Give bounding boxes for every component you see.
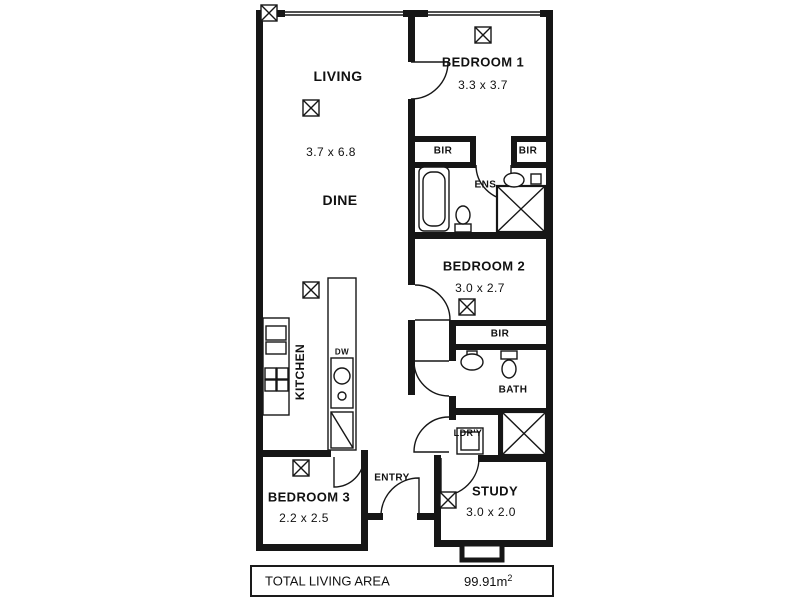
- x-markers: [260, 4, 492, 509]
- door-laundry: [413, 416, 450, 453]
- bathtub-ensuite: [418, 166, 450, 232]
- door-bedroom1: [410, 61, 449, 100]
- room-label-bir-bed2: BIR: [490, 328, 510, 340]
- x-marker-bedroom3: [292, 459, 310, 477]
- room-label-bir-right: BIR: [518, 145, 538, 157]
- room-dims-bedroom1: 3.3 x 3.7: [458, 78, 508, 92]
- walls: [256, 10, 553, 551]
- x-marker-bedroom1: [474, 26, 492, 44]
- hatched-squares: [495, 184, 548, 457]
- room-label-bedroom2: BEDROOM 2: [442, 258, 526, 274]
- room-label-bedroom1: BEDROOM 1: [441, 54, 525, 70]
- label-dishwasher: DW: [334, 347, 350, 357]
- total-area-value: 99.91m2: [464, 573, 512, 589]
- total-area-bar: TOTAL LIVING AREA 99.91m2: [250, 565, 554, 597]
- hatched-square-laundry: [500, 410, 548, 457]
- total-area-number: 99.91m: [464, 574, 508, 590]
- room-label-ensuite: ENS.: [474, 179, 500, 191]
- room-label-living: LIVING: [313, 68, 363, 84]
- window-bedroom1: [428, 10, 540, 17]
- cooktop-burner-1: [264, 367, 277, 380]
- door-entry: [380, 477, 420, 517]
- total-area-label: TOTAL LIVING AREA: [265, 573, 390, 589]
- cooktop-burner-2: [276, 367, 289, 380]
- room-dims-bedroom3: 2.2 x 2.5: [279, 511, 329, 525]
- room-label-study: STUDY: [471, 483, 519, 499]
- door-bath: [413, 360, 450, 397]
- room-label-kitchen: KITCHEN: [293, 343, 307, 401]
- x-marker-top-left: [260, 4, 278, 22]
- room-dims-living: 3.7 x 6.8: [306, 145, 356, 159]
- room-dims-bedroom2: 3.0 x 2.7: [455, 281, 505, 295]
- room-label-bath: BATH: [498, 384, 528, 396]
- room-label-bir-left: BIR: [433, 145, 453, 157]
- door-bedroom2: [414, 284, 451, 321]
- cooktop-burner-3: [264, 379, 277, 392]
- windows: [285, 10, 540, 17]
- study-nib-wall: [459, 541, 505, 563]
- kitchen-island: [327, 277, 357, 451]
- room-label-entry: ENTRY: [374, 472, 410, 484]
- room-label-laundry: LDR'Y: [453, 428, 483, 438]
- room-label-dine: DINE: [322, 192, 358, 208]
- basin-ensuite: [503, 172, 542, 188]
- fixtures: [262, 166, 542, 563]
- toilet-bath: [500, 350, 518, 379]
- kitchen-counter-left: [262, 317, 290, 416]
- kitchen-sink-bowl-1: [265, 325, 287, 341]
- laundry-tub: [456, 427, 484, 455]
- shower-ensuite: [495, 184, 547, 234]
- basin-bath: [460, 350, 484, 371]
- x-marker-study: [439, 491, 457, 509]
- x-marker-bedroom2: [458, 298, 476, 316]
- x-marker-kitchen: [302, 281, 320, 299]
- room-dims-study: 3.0 x 2.0: [466, 505, 516, 519]
- toilet-ensuite: [454, 205, 472, 233]
- total-area-superscript: 2: [507, 572, 513, 583]
- window-living: [285, 10, 403, 17]
- cooktop-burner-4: [276, 379, 289, 392]
- door-bedroom3: [333, 456, 365, 488]
- x-marker-living: [302, 99, 320, 117]
- kitchen-sink-bowl-2: [265, 341, 287, 355]
- room-label-bedroom3: BEDROOM 3: [267, 489, 351, 505]
